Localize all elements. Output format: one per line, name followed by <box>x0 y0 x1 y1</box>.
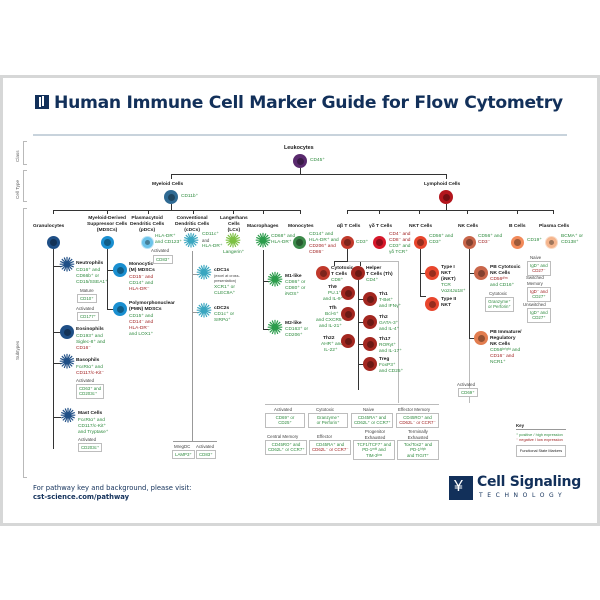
treg-cell-icon <box>363 357 377 371</box>
class-label: Class <box>15 150 20 163</box>
nk-activated-box: CD69⁺ <box>458 388 478 398</box>
monocytes-label: Monocytes <box>288 224 314 229</box>
pdc-activated-box: CD83⁺ <box>153 255 173 265</box>
leukocyte-cell-icon <box>293 154 307 168</box>
functional-state-key-box: Functional State Markers <box>516 445 566 457</box>
mast-activated-box: CD203c⁺ <box>78 443 103 453</box>
neutrophil-mature-box: CD10⁺ <box>77 294 97 304</box>
pdc-label: Plasmacytoid Dendritic Cells (pDCs) <box>130 216 165 233</box>
legend-key: Key ⁺ positive / high expression ⁻ negat… <box>516 423 566 457</box>
m2-macrophage-icon <box>267 321 283 337</box>
footer: For pathway key and background, please v… <box>33 484 192 501</box>
cdc2-cell-icon <box>196 304 212 320</box>
cdc1-cell-icon <box>196 266 212 282</box>
b-label: B Cells <box>509 224 526 229</box>
tfh-cell-icon <box>341 307 355 321</box>
type2-nkt-cell-icon <box>425 297 439 311</box>
nk-cytotoxic-box: Granzyme⁺or Perforin⁺ <box>485 297 514 312</box>
granulocyte-cell-icon <box>47 236 60 249</box>
title-divider <box>33 134 567 136</box>
myeloid-cell-icon <box>164 190 178 204</box>
type1-nkt-cell-icon <box>425 266 439 280</box>
plasma-cell-icon <box>545 236 558 249</box>
mast-cell-icon <box>59 408 77 426</box>
nk-cell-icon <box>463 236 476 249</box>
subtypes-bracket <box>23 208 27 478</box>
pmn-mdsc-cell-icon <box>113 302 127 316</box>
b-cell-icon <box>511 236 524 249</box>
th9-cell-icon <box>341 286 355 300</box>
gd-t-label: γδ T Cells <box>369 224 393 229</box>
t-cytotoxic-box: Granzyme⁺or Perforin⁺ <box>308 413 348 428</box>
pathway-link[interactable]: cst-science.com/pathway <box>33 493 130 501</box>
class-connector <box>171 174 447 175</box>
th2-cell-icon <box>363 315 377 329</box>
nkt-cell-icon <box>414 236 427 249</box>
myeloid-label: Myeloid Cells <box>152 182 184 187</box>
lc-cell-icon <box>225 234 241 250</box>
macrophages-label: Macrophages <box>247 224 279 229</box>
leukocytes-label: Leukocytes <box>284 145 314 151</box>
th22-cell-icon <box>341 334 355 348</box>
mdsc-cell-icon <box>101 236 114 249</box>
pb-regulatory-nk-icon <box>474 331 488 345</box>
basophil-cell-icon <box>59 355 75 371</box>
cell-type-bracket <box>23 170 27 202</box>
basophil-activated-box: CD63⁺ and CD203c⁺ <box>76 384 105 399</box>
cst-tree-logo-icon <box>449 476 473 500</box>
nk-label: NK Cells <box>458 224 479 229</box>
cdc-activated-box: CD83⁺ <box>196 450 216 460</box>
eosinophil-cell-icon <box>60 325 74 339</box>
lymphoid-label: Lymphoid Cells <box>424 182 461 187</box>
neutrophil-cell-icon <box>59 258 75 274</box>
ab-t-label: αβ T Cells <box>337 224 361 229</box>
lymphoid-cell-icon <box>439 190 453 204</box>
nkt-label: NKT Cells <box>409 224 433 229</box>
gd-t-cell-icon <box>373 236 386 249</box>
pb-cytotoxic-nk-icon <box>474 266 488 280</box>
macrophage-cell-icon <box>255 234 271 250</box>
myeloid-connector <box>53 210 301 211</box>
poster: Human Immune Cell Marker Guide for Flow … <box>0 75 600 526</box>
cst-tree-icon <box>35 95 49 109</box>
helper-t-cell-icon <box>351 266 365 280</box>
plasma-label: Plasma Cells <box>539 224 570 229</box>
ab-t-cell-icon <box>341 236 354 249</box>
m-mdsc-cell-icon <box>113 263 127 277</box>
class-bracket <box>23 141 27 165</box>
th1-cell-icon <box>363 292 377 306</box>
cytotoxic-t-cell-icon <box>316 266 330 280</box>
monocyte-cell-icon <box>293 236 306 249</box>
cdc-cell-icon <box>183 234 199 250</box>
lymphoid-connector <box>347 210 553 211</box>
pdc-cell-icon <box>141 236 154 249</box>
mdsc-label: Myeloid-Derived Suppressor Cells (MDSCs) <box>87 216 128 233</box>
page-title: Human Immune Cell Marker Guide for Flow … <box>35 93 563 113</box>
subtypes-label: Subtypes <box>15 340 20 360</box>
granulocytes-label: Granulocytes <box>33 224 65 229</box>
th17-cell-icon <box>363 337 377 351</box>
cell-type-label: Cell Type <box>15 179 20 199</box>
neutrophil-activated-box: CD177⁺ <box>77 312 99 322</box>
m1-macrophage-icon <box>267 273 283 289</box>
mregdc-box: LAMP3⁺ <box>172 450 195 460</box>
